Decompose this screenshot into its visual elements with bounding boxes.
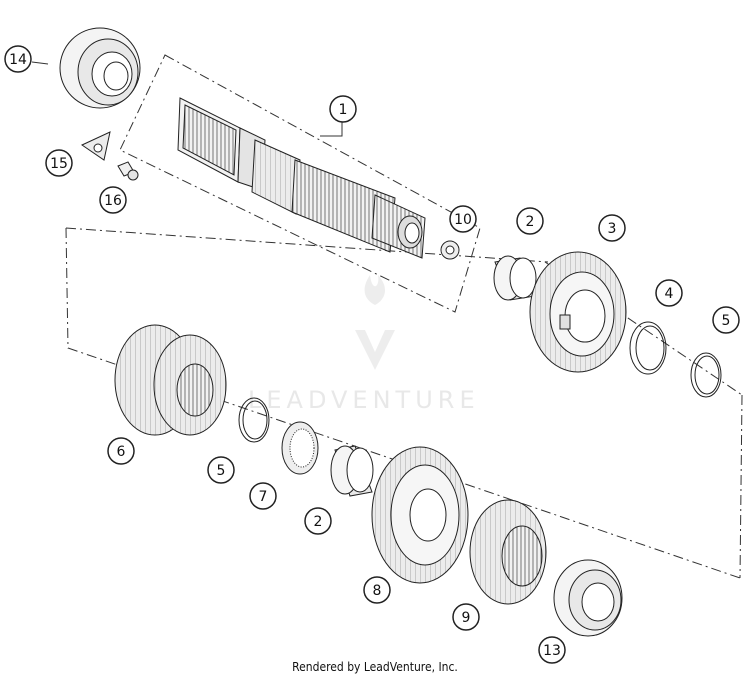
callout: 15 (45, 149, 73, 177)
callout: 10 (449, 205, 477, 233)
callout: 3 (598, 214, 626, 242)
svg-text:10: 10 (454, 212, 472, 228)
footer-credit: Rendered by LeadVenture, Inc. (292, 660, 458, 674)
svg-text:16: 16 (104, 193, 122, 209)
part-screw-16 (117, 161, 139, 181)
svg-text:6: 6 (117, 444, 126, 460)
part-bearing-14 (59, 27, 141, 109)
part-bushing-2-upper (493, 255, 537, 301)
callout: 9 (452, 603, 480, 631)
callout: 14 (4, 45, 32, 73)
watermark-text: LEADVENTURE (248, 386, 480, 414)
part-bushing-2-lower (330, 445, 374, 497)
part-washer-7 (281, 421, 319, 475)
svg-text:15: 15 (50, 156, 68, 172)
part-shaft-1 (177, 97, 426, 259)
part-circlip-5-lower (238, 397, 270, 443)
callout: 16 (99, 186, 127, 214)
svg-text:14: 14 (9, 52, 27, 68)
part-gear-3 (529, 251, 627, 373)
callout: 7 (249, 482, 277, 510)
svg-text:7: 7 (259, 489, 268, 505)
part-bearing-13 (553, 559, 623, 637)
callout: 5 (712, 306, 740, 334)
part-lug-15 (80, 131, 111, 161)
svg-text:3: 3 (608, 221, 617, 237)
callout: 2 (304, 507, 332, 535)
part-bushing-10 (440, 240, 460, 260)
svg-text:4: 4 (665, 286, 674, 302)
svg-text:8: 8 (373, 583, 382, 599)
svg-text:2: 2 (314, 514, 323, 530)
callout: 4 (655, 279, 683, 307)
part-gear-9 (469, 499, 547, 605)
part-gear-6 (114, 324, 227, 436)
callout: 2 (516, 207, 544, 235)
svg-text:5: 5 (722, 313, 731, 329)
part-circlip-5-upper (690, 352, 722, 398)
assembly-outlines (65, 54, 743, 579)
svg-text:2: 2 (526, 214, 535, 230)
callout: 1 (329, 95, 357, 123)
watermark: LEADVENTURE (248, 275, 480, 414)
svg-text:5: 5 (217, 463, 226, 479)
svg-text:13: 13 (543, 643, 561, 659)
callout: 6 (107, 437, 135, 465)
callout: 8 (363, 576, 391, 604)
callout: 13 (538, 636, 566, 664)
svg-text:9: 9 (462, 610, 471, 626)
part-ring-4 (629, 321, 667, 375)
part-gear-8 (371, 446, 469, 584)
callout: 5 (207, 456, 235, 484)
leader-lines (31, 61, 343, 137)
svg-text:1: 1 (339, 102, 348, 118)
